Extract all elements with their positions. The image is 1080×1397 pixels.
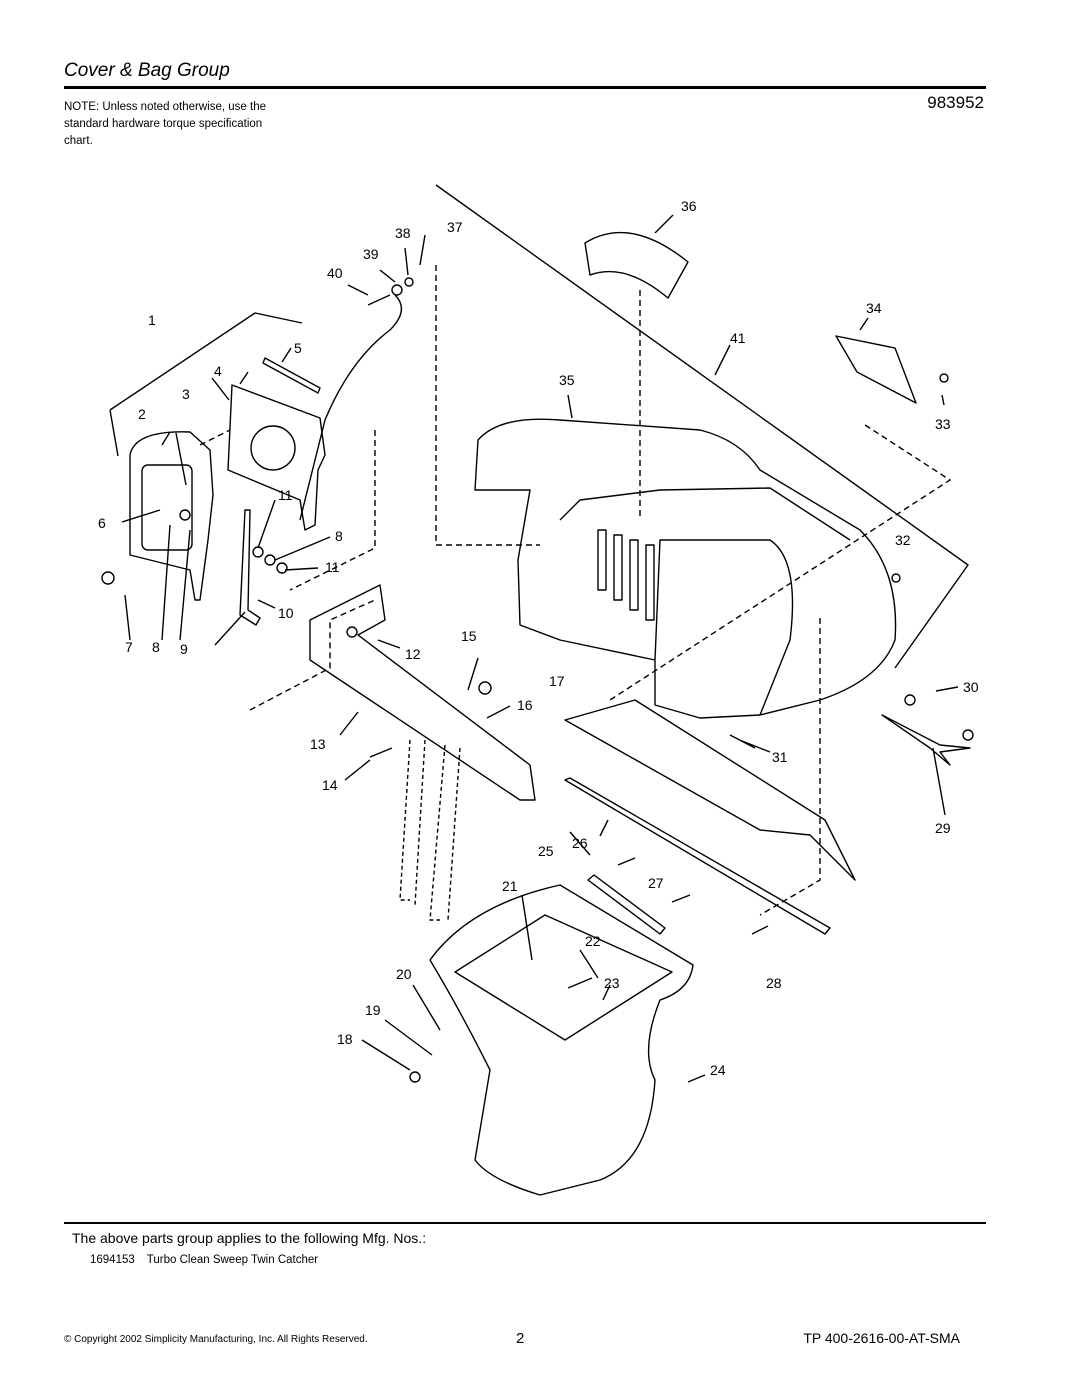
applies-text: The above parts group applies to the fol… <box>72 1230 427 1246</box>
callout-38: 38 <box>395 225 411 241</box>
footer-rule <box>64 1222 986 1224</box>
callout-11a: 11 <box>278 487 293 503</box>
mfg-number: 1694153 <box>90 1254 135 1266</box>
callout-14: 14 <box>322 777 338 793</box>
mfg-list-item: 1694153 Turbo Clean Sweep Twin Catcher <box>90 1254 318 1266</box>
tube-part <box>587 874 666 935</box>
hinge-strip-part <box>262 357 321 394</box>
latch-rod-part <box>881 714 971 766</box>
callout-23: 23 <box>604 975 620 991</box>
callout-18: 18 <box>337 1031 353 1047</box>
callout-39: 39 <box>363 246 379 262</box>
callout-8a: 8 <box>335 528 343 544</box>
side-plate-part <box>227 384 326 531</box>
torque-note: NOTE: Unless noted otherwise, use the st… <box>64 101 266 147</box>
callout-36: 36 <box>681 198 697 214</box>
callout-4: 4 <box>214 363 222 379</box>
callout-29: 29 <box>935 820 951 836</box>
callout-41: 41 <box>730 330 746 346</box>
callout-20: 20 <box>396 966 412 982</box>
callout-5: 5 <box>294 340 302 356</box>
tp-number: TP 400-2616-00-AT-SMA <box>803 1330 960 1346</box>
page-title: Cover & Bag Group <box>64 60 230 81</box>
callout-25: 25 <box>538 843 554 859</box>
catcher-bag-part <box>429 884 694 1196</box>
callout-1: 1 <box>148 312 156 328</box>
copyright: © Copyright 2002 Simplicity Manufacturin… <box>64 1334 368 1345</box>
callout-8b: 8 <box>152 639 160 655</box>
mfg-description: Turbo Clean Sweep Twin Catcher <box>146 1254 319 1266</box>
callout-31: 31 <box>772 749 788 765</box>
callout-40: 40 <box>327 265 343 281</box>
support-rod-part <box>239 509 261 626</box>
callout-34: 34 <box>866 300 882 316</box>
callout-11b: 11 <box>325 559 340 575</box>
callout-3: 3 <box>182 386 190 402</box>
callout-22: 22 <box>585 933 601 949</box>
callout-7: 7 <box>125 639 133 655</box>
callout-37: 37 <box>447 219 463 235</box>
callout-26: 26 <box>572 835 588 851</box>
callout-9: 9 <box>180 641 188 657</box>
callout-labels: 36 38 37 39 40 34 1 41 5 4 35 3 2 33 11 … <box>98 198 979 1078</box>
callout-28: 28 <box>766 975 782 991</box>
callout-16: 16 <box>517 697 533 713</box>
page-number: 2 <box>516 1330 525 1347</box>
callout-10: 10 <box>278 605 294 621</box>
chute-door-part <box>129 431 214 601</box>
callout-35: 35 <box>559 372 575 388</box>
lower-frame-part <box>309 584 536 801</box>
callout-27: 27 <box>648 875 664 891</box>
left-bracket-line <box>109 312 303 411</box>
callout-19: 19 <box>365 1002 381 1018</box>
callout-32: 32 <box>895 532 911 548</box>
document-number: 983952 <box>927 93 984 112</box>
callout-17: 17 <box>549 673 565 689</box>
callout-2: 2 <box>138 406 146 422</box>
deflector-sheet-part <box>564 699 856 881</box>
callout-6: 6 <box>98 515 106 531</box>
callout-24: 24 <box>710 1062 726 1078</box>
callout-12: 12 <box>405 646 421 662</box>
callout-13: 13 <box>310 736 326 752</box>
callout-30: 30 <box>963 679 979 695</box>
rail-part <box>564 777 831 935</box>
callout-21: 21 <box>502 878 518 894</box>
top-cover-part <box>584 231 689 299</box>
callout-15: 15 <box>461 628 477 644</box>
callout-33: 33 <box>935 416 951 432</box>
hose-part <box>299 294 403 521</box>
cover-hood-part <box>474 418 897 719</box>
assembly-bracket-line <box>435 184 969 669</box>
title-rule <box>64 86 986 89</box>
decal-plate-part <box>835 335 917 404</box>
